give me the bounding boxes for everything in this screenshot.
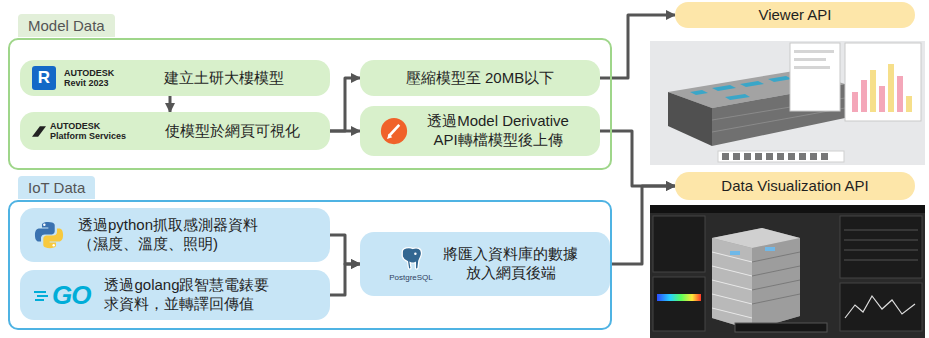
group-heading: IoT Data (18, 176, 95, 199)
group-heading: Model Data (18, 14, 115, 37)
flow-arrow (169, 96, 172, 112)
group-panel: Model DataRAUTODESK Revit 2023建立土研大樓模型AU… (8, 38, 612, 170)
aps-icon (32, 126, 46, 137)
flow-arrow (330, 78, 360, 131)
process-box: 透過Model Derivative API轉檔模型後上傳 (360, 106, 600, 156)
logo-text: AUTODESK Platform Services (50, 121, 138, 141)
go-icon (34, 289, 50, 301)
box-text: 透過python抓取感測器資料 （濕度、溫度、照明) (78, 216, 268, 254)
box-text: 透過golang跟智慧電錶要 求資料，並轉譯回傳值 (104, 276, 280, 314)
box-text: 將匯入資料庫的數據 放入網頁後端 (441, 245, 581, 283)
aps-logo: AUTODESK Platform Services (32, 121, 138, 141)
md-icon (380, 117, 408, 145)
api-label: Viewer API (758, 6, 831, 24)
process-box: R AUTODESK Revit 2023 建立土研大樓模型 (20, 60, 330, 96)
box-text: 壓縮模型至 20MB以下 (372, 69, 588, 88)
aps-icon-svg (32, 126, 46, 137)
dataviz-screenshot (650, 205, 925, 338)
process-box: 壓縮模型至 20MB以下 (360, 60, 600, 96)
api-label: Data Visualization API (721, 177, 868, 195)
flow-arrow (330, 130, 360, 133)
flow-arrow (610, 186, 675, 264)
pg-icon (396, 245, 426, 273)
go-logo: GO (34, 281, 90, 309)
pg-icon-svg (396, 245, 426, 273)
box-text: 透過Model Derivative API轉檔模型後上傳 (416, 112, 581, 150)
api-pill: Data Visualization API (675, 172, 915, 200)
icon-letters: GO (52, 281, 90, 309)
logo-text: PostgreSQL (389, 273, 433, 283)
group-panel: IoT Data透過python抓取感測器資料 （濕度、溫度、照明)GO透過go… (8, 200, 612, 330)
postgres-logo: PostgreSQL (389, 245, 433, 283)
logo-text: AUTODESK Revit 2023 (64, 68, 122, 88)
viewer-screenshot (650, 32, 925, 165)
process-box: 透過python抓取感測器資料 （濕度、溫度、照明) (20, 208, 330, 262)
flow-arrow (330, 264, 360, 295)
flow-arrow (330, 235, 360, 264)
py-icon (34, 220, 64, 250)
py-icon-svg (34, 220, 64, 250)
process-box: PostgreSQL 將匯入資料庫的數據 放入網頁後端 (360, 232, 610, 296)
md-icon-svg (380, 117, 408, 145)
box-text: 使模型於網頁可視化 (146, 122, 318, 141)
process-box: GO 透過golang跟智慧電錶要 求資料，並轉譯回傳值 (20, 270, 330, 320)
go-icon-svg (34, 289, 50, 301)
process-box: AUTODESK Platform Services 使模型於網頁可視化 (20, 112, 330, 150)
icon-letter: R (32, 66, 56, 90)
api-pill: Viewer API (675, 2, 915, 28)
box-text: 建立土研大樓模型 (130, 69, 318, 88)
